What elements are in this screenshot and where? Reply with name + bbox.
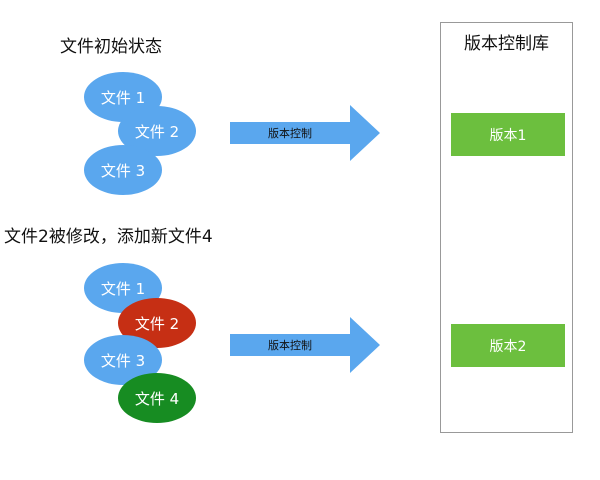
modified-state-title: 文件2被修改，添加新文件4	[4, 227, 213, 247]
file-3-initial: 文件 3	[84, 145, 162, 195]
initial-state-title: 文件初始状态	[60, 37, 162, 57]
file-2-modified: 文件 2	[118, 298, 196, 348]
version-control-label-2: 版本控制	[268, 339, 312, 352]
file-1-initial: 文件 1	[84, 72, 162, 122]
file-4-new: 文件 4	[118, 373, 196, 423]
version-2-box: 版本2	[451, 324, 565, 367]
repository-title: 版本控制库	[464, 34, 549, 54]
version-control-repository: 版本控制库 版本1 版本2	[440, 22, 573, 433]
version-control-arrow-2	[230, 317, 380, 373]
version-1-box: 版本1	[451, 113, 565, 156]
version-control-label-1: 版本控制	[268, 127, 312, 140]
version-control-arrow-1	[230, 105, 380, 161]
